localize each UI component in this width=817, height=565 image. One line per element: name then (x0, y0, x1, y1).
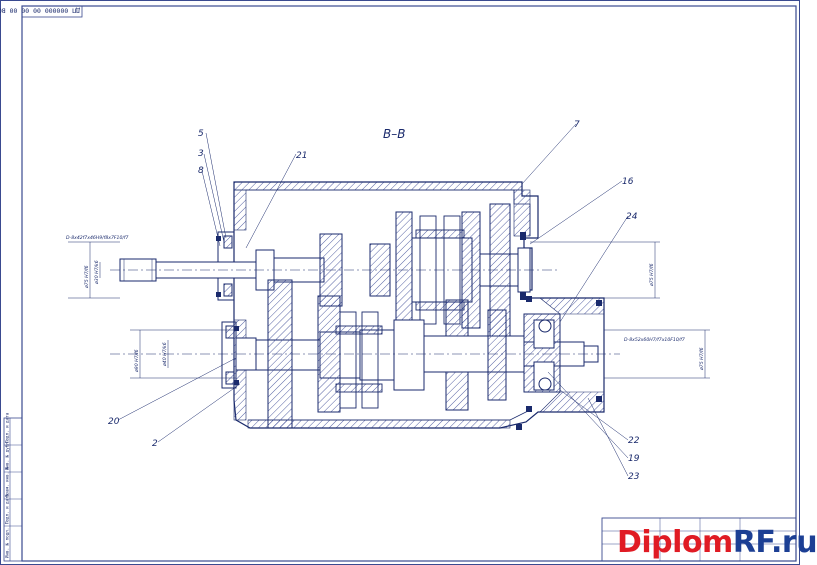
callout-24: 24 (626, 212, 638, 222)
dim-spline-top: D-8x42f7x46H9/f8x7F10/f7 (66, 235, 129, 241)
dim-right-top: ø75 H7/f6 (649, 263, 655, 287)
watermark-part-2: RF.ru (732, 525, 817, 560)
fasteners (216, 232, 602, 430)
doc-code: ДП 000000 00 00 00 ВО (0, 7, 80, 15)
watermark-part-1: Diplom (617, 525, 733, 560)
callout-2: 2 (152, 439, 158, 449)
output-flange (523, 313, 561, 393)
leader-lines (117, 123, 629, 477)
dimension-lines (68, 241, 710, 379)
callout-labels: 5 3 8 21 7 16 24 20 2 22 19 23 (108, 120, 640, 482)
side-stamp-4: Инв. № дубл. (5, 440, 10, 470)
callout-8: 8 (198, 166, 204, 176)
housing-section-hatch (233, 181, 605, 429)
callout-22: 22 (628, 436, 640, 446)
dimension-texts: D-8x42f7x46H9/f8x7F10/f7 D-8x52x60H7/f7x… (66, 235, 705, 373)
dim-right-bot: ø75 H7/f6 (699, 347, 705, 371)
callout-21: 21 (296, 151, 307, 161)
dim-left-top-2: ø30 H7/k6 (94, 260, 100, 285)
side-stamp-3: Взам. инв. № (5, 466, 10, 497)
side-stamp-1: Инв. № подл. (5, 528, 10, 558)
callout-19: 19 (628, 454, 640, 464)
section-title: В–В (383, 127, 405, 141)
drawing-sheet: ДП 000000 00 00 00 ВО Инв. № подл. Подп.… (0, 0, 800, 565)
dim-left-bot-2: ø40 H7/k6 (162, 342, 168, 367)
lower-synchronizer (335, 311, 383, 409)
callout-20: 20 (108, 417, 120, 427)
callout-23: 23 (628, 472, 640, 482)
side-stamp-labels: Инв. № подл. Подп. и дата Взам. инв. № И… (5, 412, 10, 558)
dim-left-bot-1: ø90 H7/f6 (134, 349, 140, 373)
callout-5: 5 (198, 129, 204, 139)
dim-spline-right: D-8x52x60H7/f7x10F10/f7 (624, 337, 685, 343)
callout-7: 7 (574, 120, 580, 130)
callout-16: 16 (622, 177, 634, 187)
side-stamp-2: Подп. и дата (5, 493, 10, 524)
axis-lines (110, 269, 620, 355)
callout-3: 3 (198, 149, 204, 159)
side-stamp-5: Подп. и дата (5, 412, 10, 443)
dim-left-top-1: ø75 H7/f6 (84, 265, 90, 289)
site-watermark: DiplomRF.ru (617, 528, 817, 558)
left-bearing-caps (217, 231, 237, 389)
